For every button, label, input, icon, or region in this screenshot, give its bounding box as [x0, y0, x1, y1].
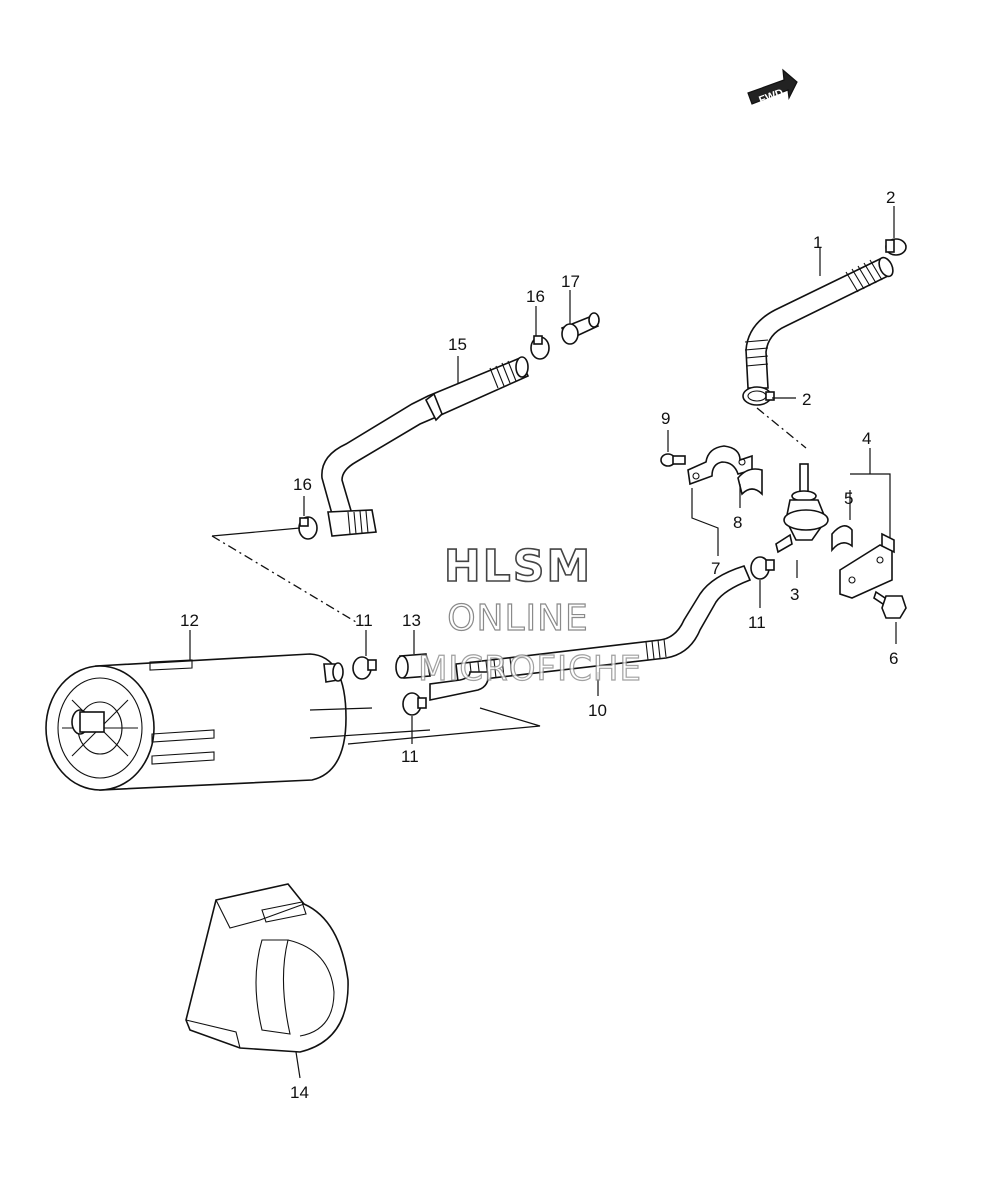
callout-13: 13 — [402, 611, 421, 630]
hose-clamp-2-lower — [742, 386, 775, 406]
callout-16-lower: 16 — [293, 475, 312, 494]
callout-2-lower: 2 — [802, 390, 811, 409]
callout-10: 10 — [588, 701, 607, 720]
callout-2-upper: 2 — [886, 188, 895, 207]
callout-1: 1 — [813, 233, 822, 252]
callout-11-lower: 11 — [401, 747, 419, 766]
cushion-part-8 — [737, 468, 763, 496]
callout-17: 17 — [561, 272, 580, 291]
fwd-arrow-icon: FWD — [747, 68, 798, 107]
callout-7: 7 — [711, 559, 720, 578]
hose-clamp-16-upper — [530, 335, 550, 360]
watermark-line-2: ONLINE — [447, 598, 589, 639]
callout-3: 3 — [790, 585, 799, 604]
callout-9: 9 — [661, 409, 670, 428]
valve-part-3 — [775, 463, 829, 554]
callout-8: 8 — [733, 513, 742, 532]
watermark-line-3: MICROFICHE — [418, 649, 642, 689]
callout-14: 14 — [290, 1083, 309, 1102]
callout-15: 15 — [448, 335, 467, 354]
hose-part-1 — [744, 256, 894, 389]
callout-5: 5 — [844, 489, 853, 508]
callout-6: 6 — [889, 649, 898, 668]
callout-12: 12 — [180, 611, 199, 630]
joint-part-17 — [560, 312, 600, 345]
hose-part-15 — [321, 356, 530, 537]
hose-clamp-16-lower — [298, 516, 318, 540]
hose-clamp-2-upper — [885, 238, 907, 256]
callout-4: 4 — [862, 429, 871, 448]
hose-clamp-11-right — [750, 556, 775, 580]
hose-clamp-11-upper — [352, 656, 377, 680]
callout-11-upper: 11 — [355, 611, 373, 630]
bolt-part-6 — [873, 590, 907, 619]
hose-clamp-11-lower — [402, 692, 427, 716]
callout-11-right: 11 — [748, 613, 766, 632]
fuel-pump-part-12 — [45, 653, 347, 791]
hose-part-13 — [395, 653, 490, 701]
callout-16-upper: 16 — [526, 287, 545, 306]
cushion-part-5 — [831, 525, 853, 553]
watermark-line-1: HLSM — [444, 541, 592, 592]
screw-part-9 — [660, 453, 686, 467]
pump-holder-part-14 — [185, 883, 349, 1053]
